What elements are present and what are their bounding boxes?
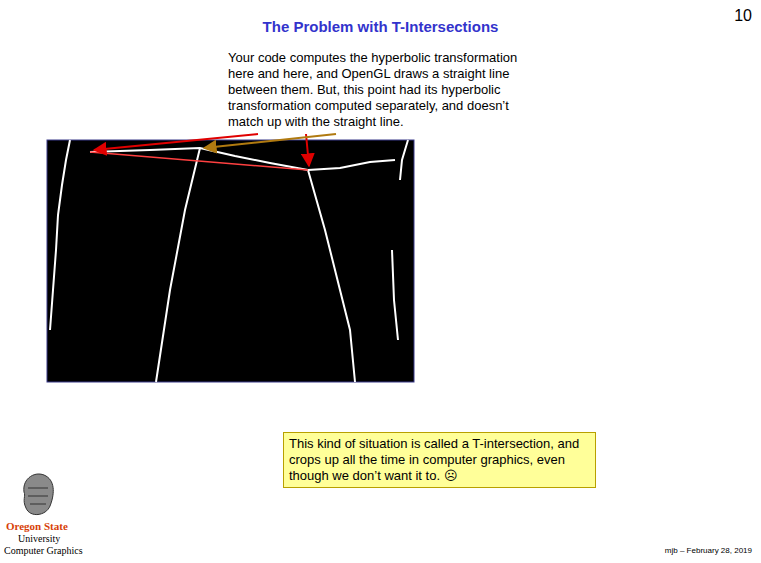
note-box: This kind of situation is called a T-int… <box>283 432 596 488</box>
logo-text: University <box>18 533 118 545</box>
pointer-arrow <box>306 134 309 166</box>
white-lines <box>50 140 408 382</box>
slide-title: The Problem with T-Intersections <box>0 18 761 35</box>
university-logo <box>24 474 53 515</box>
logo-text: Oregon State <box>6 520 116 533</box>
straight-line <box>90 152 308 170</box>
footer-text: mjb – February 28, 2019 <box>600 546 752 556</box>
note-text: Your code computes the hyperbolic transf… <box>228 50 530 130</box>
pointer-arrow <box>204 134 336 148</box>
pointer-arrow <box>94 134 258 150</box>
page-number: 10 <box>712 6 752 25</box>
note-text: This kind of situation is called a T-int… <box>289 436 590 484</box>
screenshot-panel <box>47 140 414 382</box>
logo-text: Computer Graphics <box>4 545 124 557</box>
